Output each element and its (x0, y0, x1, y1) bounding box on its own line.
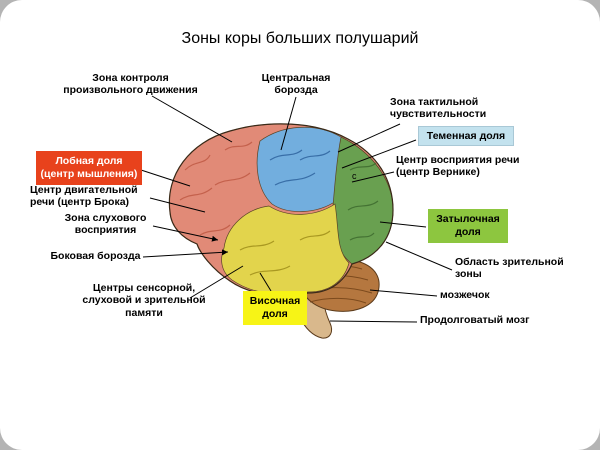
temporal-lobe-shape (221, 203, 350, 296)
line-broca (149, 197, 206, 213)
marker-c-label: с (352, 171, 357, 181)
slide-title: Зоны коры больших полушарий (181, 30, 419, 47)
occipital-lobe-box: Затылочная доля (428, 209, 508, 243)
line-parietal-lobe (341, 139, 417, 169)
label-medulla: Продолговатый мозг (420, 314, 530, 326)
line-auditory-zone (152, 225, 219, 242)
line-wernicke (351, 171, 395, 183)
label-voluntary-movement: Зона контроля произвольного движения (63, 72, 198, 97)
label-central-sulcus: Центральная борозда (261, 72, 331, 97)
frontal-gyri-lines (179, 141, 253, 236)
parietal-lobe-shape (256, 126, 347, 212)
line-cerebellum (369, 289, 438, 297)
label-cerebellum: мозжечок (440, 289, 490, 301)
parietal-gyri-lines (269, 149, 331, 186)
line-tactile-zone (337, 123, 401, 153)
cerebrum-outline (168, 123, 394, 297)
line-lateral-sulcus (142, 249, 229, 258)
label-tactile-zone: Зона тактильной чувствительности (390, 96, 487, 121)
line-visual-zone (385, 241, 453, 271)
leader-lines (140, 95, 453, 323)
frontal-lobe-box: Лобная доля (центр мышления) (36, 151, 142, 185)
label-wernicke-center: Центр восприятия речи (центр Вернике) (396, 154, 520, 179)
line-memory-centers (189, 265, 244, 299)
temporal-lobe-box: Височная доля (243, 291, 307, 325)
label-broca-center: Центр двигательной речи (центр Брока) (30, 184, 138, 209)
label-memory-centers: Центры сенсорной, слуховой и зрительной … (82, 282, 206, 319)
parietal-lobe-box: Теменная доля (418, 126, 514, 146)
temporal-gyri-lines (239, 230, 331, 276)
label-lateral-sulcus: Боковая борозда (50, 250, 141, 262)
occipital-lobe-shape (332, 136, 394, 265)
line-central-sulcus (280, 96, 297, 151)
label-auditory-zone: Зона слухового восприятия (64, 212, 147, 237)
line-frontal-lobe (140, 169, 191, 187)
occipital-gyri-lines (347, 162, 379, 241)
line-occipital-lobe (379, 221, 427, 228)
line-voluntary-movement (151, 95, 233, 143)
line-medulla (329, 320, 418, 323)
label-visual-zone: Область зрительной зоны (455, 256, 564, 281)
line-temporal-lobe (259, 272, 272, 292)
